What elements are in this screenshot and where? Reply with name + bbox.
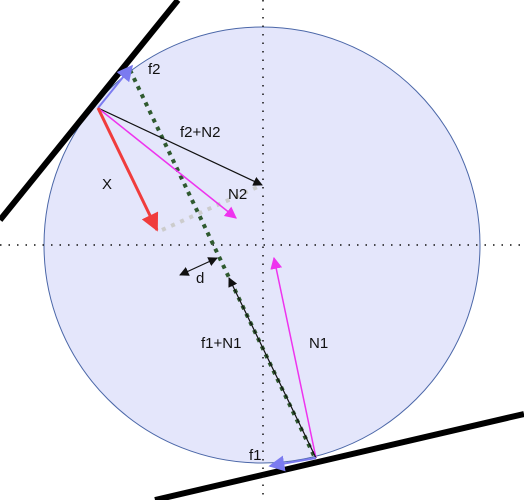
label-f2: f2: [148, 61, 161, 78]
label-d: d: [196, 270, 204, 287]
f1-arrow: [268, 455, 317, 472]
label-x: X: [102, 176, 112, 193]
label-n1: N1: [309, 335, 328, 352]
label-f2-plus-n2: f2+N2: [180, 124, 220, 141]
n2-arrow: [97, 107, 237, 219]
f2-arrow: [97, 64, 134, 109]
f2-plus-n2-arrow: [97, 107, 263, 186]
label-n2: N2: [228, 186, 247, 203]
lower-wall-line: [154, 411, 524, 500]
label-f1-plus-n1: f1+N1: [201, 335, 241, 352]
n1-arrow: [270, 256, 317, 459]
d-distance-arrow: [179, 257, 218, 276]
label-f1: f1: [249, 447, 262, 464]
gray-dotted-connector: [161, 183, 263, 232]
x-arrow: [96, 107, 159, 232]
upper-wall-line: [0, 0, 181, 222]
f1-plus-n1-arrow: [228, 277, 317, 459]
